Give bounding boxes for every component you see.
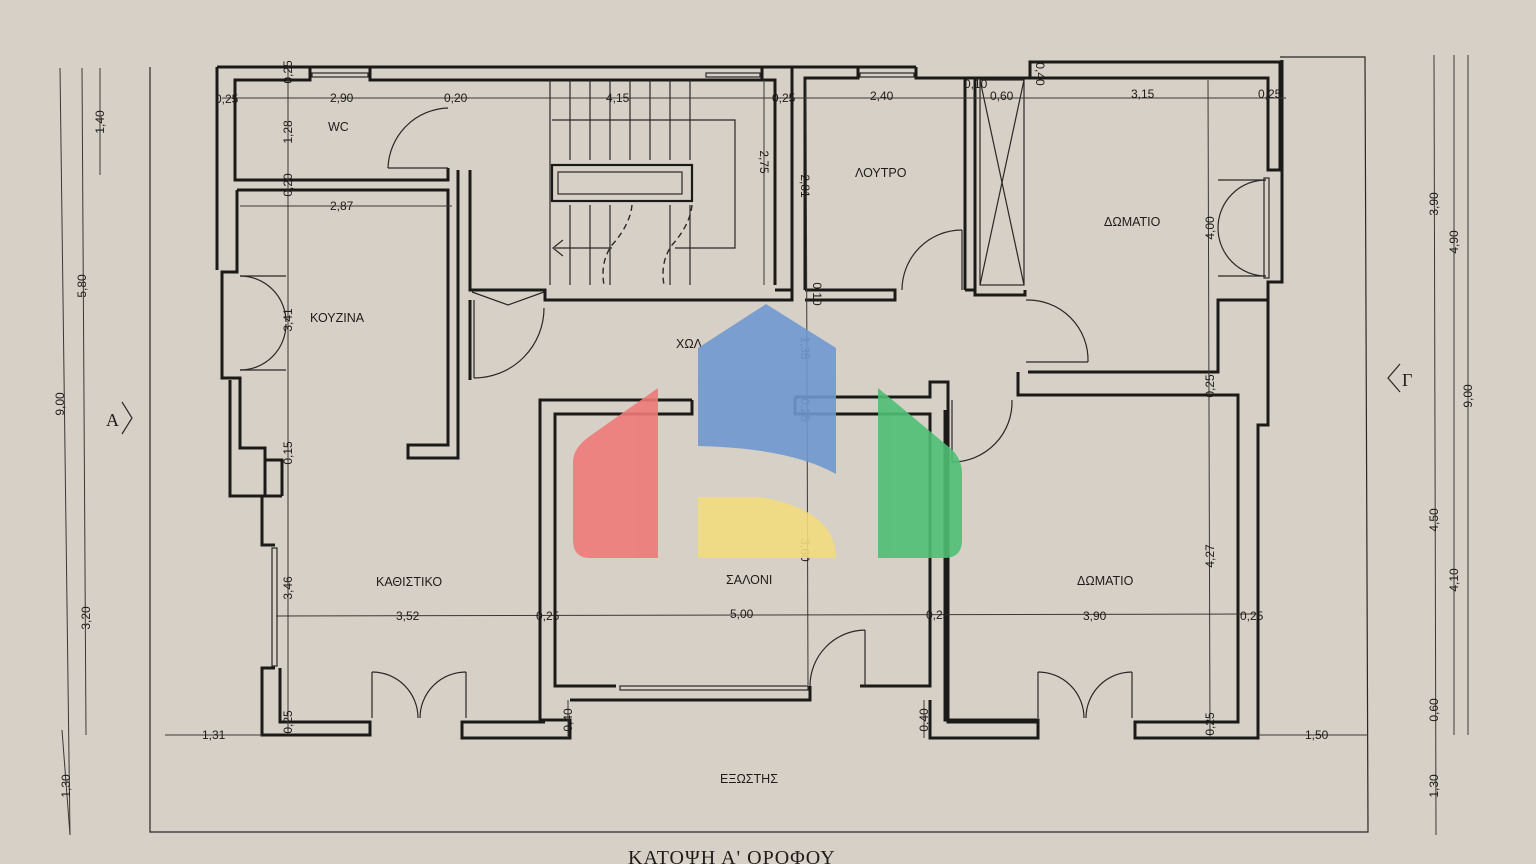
dim-shaft-width: 0,60 xyxy=(990,89,1014,103)
svg-text:3,41: 3,41 xyxy=(281,308,295,332)
svg-text:0,25: 0,25 xyxy=(1203,712,1217,736)
room-living: ΚΑΘΙΣΤΙΚΟ xyxy=(376,575,442,589)
svg-text:0,40: 0,40 xyxy=(917,708,931,732)
dim-left-lower: 3,20 xyxy=(79,606,93,630)
dim-left-wc-block: 1,40 xyxy=(93,110,107,134)
dim-right-total: 9,00 xyxy=(1461,384,1475,408)
svg-text:3,90: 3,90 xyxy=(1083,609,1107,623)
logo-green-segment xyxy=(878,388,962,558)
internal-dimension-lines xyxy=(165,67,1368,739)
svg-text:1,28: 1,28 xyxy=(281,120,295,144)
dimension-labels-top: 0,25 2,90 0,20 4,15 0,25 2,40 0,10 0,60 … xyxy=(215,77,1282,213)
svg-text:A: A xyxy=(106,410,119,430)
staircase xyxy=(549,80,736,286)
dim-bedroom-top-width: 3,15 xyxy=(1131,87,1155,101)
dim-right-lower-b: 4,10 xyxy=(1447,568,1461,592)
section-marker-gamma: Γ xyxy=(1387,363,1412,393)
doors xyxy=(239,72,1270,719)
drawing-title: ΚΑΤΟΨΗ Α' ΟΡΟΦΟΥ xyxy=(628,847,836,864)
svg-text:0,20: 0,20 xyxy=(281,173,295,197)
dim-kitchen-width: 2,87 xyxy=(330,199,354,213)
svg-text:2,81: 2,81 xyxy=(798,174,812,198)
walls xyxy=(215,60,1284,740)
svg-text:0,40: 0,40 xyxy=(1033,62,1047,86)
dim-right-offset-a: 0,60 xyxy=(1427,698,1441,722)
room-hall: ΧΩΛ xyxy=(676,337,703,351)
svg-text:4,27: 4,27 xyxy=(1203,544,1217,568)
svg-text:1,31: 1,31 xyxy=(202,728,226,742)
room-bedroom-top: ΔΩΜΑΤΙΟ xyxy=(1104,215,1161,229)
svg-text:0,10: 0,10 xyxy=(810,282,824,306)
dim-wall-wc-stair: 0,20 xyxy=(444,91,468,105)
logo-yellow-segment xyxy=(698,497,836,558)
dim-top-wall-right: 0,25 xyxy=(1258,87,1282,101)
svg-text:0,25: 0,25 xyxy=(1203,374,1217,398)
room-labels: WC ΚΟΥΖΙΝΑ ΧΩΛ ΛΟΥΤΡΟ ΔΩΜΑΤΙΟ ΚΑΘΙΣΤΙΚΟ … xyxy=(310,120,1161,786)
right-dimension-lines: 3,90 4,50 0,60 1,30 4,90 4,10 9,00 xyxy=(1427,54,1475,836)
svg-text:0,15: 0,15 xyxy=(281,441,295,465)
svg-text:5,00: 5,00 xyxy=(730,607,754,621)
dim-wc-width: 2,90 xyxy=(330,91,354,105)
svg-text:3,52: 3,52 xyxy=(396,609,420,623)
dim-right-lower-a: 4,50 xyxy=(1427,508,1441,532)
svg-text:2,75: 2,75 xyxy=(757,150,771,174)
watermark-logo xyxy=(573,304,962,558)
dim-left-upper: 5,80 xyxy=(75,274,89,298)
svg-text:3,46: 3,46 xyxy=(281,576,295,600)
dim-bath-width: 2,40 xyxy=(870,89,894,103)
left-dimension-lines: 9,00 5,80 3,20 1,40 1,30 xyxy=(53,67,107,836)
logo-blue-segment xyxy=(698,304,836,474)
svg-text:0,25: 0,25 xyxy=(536,609,560,623)
section-marker-a: A xyxy=(106,401,133,435)
room-kitchen: ΚΟΥΖΙΝΑ xyxy=(310,311,365,325)
dim-top-wall-left: 0,25 xyxy=(215,92,239,106)
dim-right-upper-b: 4,90 xyxy=(1447,230,1461,254)
svg-text:0,25: 0,25 xyxy=(1240,609,1264,623)
dim-right-upper-a: 3,90 xyxy=(1427,192,1441,216)
room-wc: WC xyxy=(328,120,349,134)
balcony-outline xyxy=(149,56,1369,833)
dim-left-balcony: 1,30 xyxy=(59,774,73,798)
svg-text:0,25: 0,25 xyxy=(281,60,295,84)
svg-text:0,25: 0,25 xyxy=(281,710,295,734)
room-salon: ΣΑΛΟΝΙ xyxy=(726,573,772,587)
room-bathroom: ΛΟΥΤΡΟ xyxy=(855,166,907,180)
dimension-labels-bottom: 3,52 0,25 5,00 0,25 3,90 0,25 1,31 1,50 xyxy=(202,607,1329,742)
room-bedroom-bottom: ΔΩΜΑΤΙΟ xyxy=(1077,574,1134,588)
svg-text:1,50: 1,50 xyxy=(1305,728,1329,742)
dim-stair-width: 4,15 xyxy=(606,91,630,105)
dim-wall-bath-shaft: 0,10 xyxy=(964,77,988,91)
dim-wall-stair-bath: 0,25 xyxy=(772,91,796,105)
svg-text:0,40: 0,40 xyxy=(561,708,575,732)
logo-red-segment xyxy=(573,388,658,558)
dim-left-total: 9,00 xyxy=(53,392,67,416)
svg-text:4,00: 4,00 xyxy=(1203,216,1217,240)
room-balcony: ΕΞΩΣΤΗΣ xyxy=(720,772,778,786)
svg-text:Γ: Γ xyxy=(1402,370,1412,390)
dim-right-balcony: 1,30 xyxy=(1427,774,1441,798)
svg-text:0,25: 0,25 xyxy=(926,608,950,622)
